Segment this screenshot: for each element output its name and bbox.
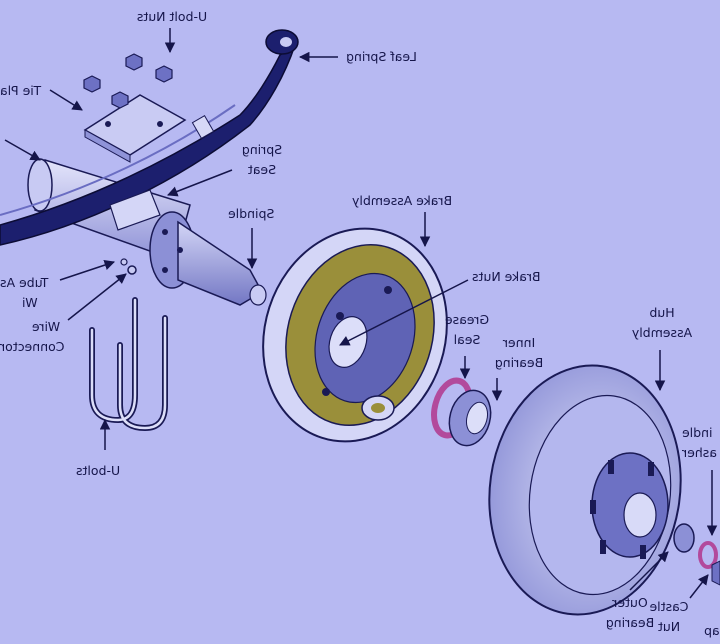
label-castle-nut-line1: Castle [649,599,689,614]
label-spindle-washer-line1: indle [682,425,713,440]
label-inner-bearing-line2: Bearing [494,355,544,370]
label-spindle-washer-line2: asher [682,445,717,460]
label-inner-bearing-line1: Inner [502,335,536,350]
label-wire-connector-line1: Wire [31,319,61,334]
label-spindle: Spindle [228,206,275,221]
label-hub-assembly-line2: Assembly [631,325,693,340]
hub-drum [488,364,682,616]
ubolt-nuts [83,53,173,109]
label-brake-nuts: Brake Nuts [472,269,541,284]
label-ubolt-nuts: U-bolt Nuts [136,9,208,24]
label-tube-assembly-line1: Tube As [0,275,49,290]
spindle [149,211,267,306]
label-wire-connector-line2: Connector [0,339,65,354]
label-ubolts: U-bolts [76,463,121,478]
leader-arrows [4,28,718,599]
outer-bearing [673,523,695,553]
ubolts [89,297,168,432]
brake-assembly [262,227,448,443]
wire-connector [127,265,137,275]
label-hub-assembly-line1: Hub [649,305,675,320]
ubolts-highlight [90,298,167,430]
label-brake-assembly: Brake Assembly [352,193,453,208]
label-spring-seat-line1: Spring [241,142,283,157]
label-castle-nut-line2: Nut [657,619,681,634]
label-cap: ap [704,623,720,638]
spring-seat [109,189,161,231]
label-tie-plate: Tie Pla [0,83,42,98]
label-spring-seat-line2: Seat [247,162,277,177]
label-tube-assembly-line2: Wi [22,295,38,310]
spindle-washer [698,541,718,569]
inner-bearing [448,389,492,447]
label-grease-seal-line2: Seal [453,332,481,347]
tie-plate [83,94,187,163]
castle-nut [711,560,720,586]
label-grease-seal-line1: Grease [444,312,490,327]
label-leaf-spring: Leaf Spring [346,49,417,64]
